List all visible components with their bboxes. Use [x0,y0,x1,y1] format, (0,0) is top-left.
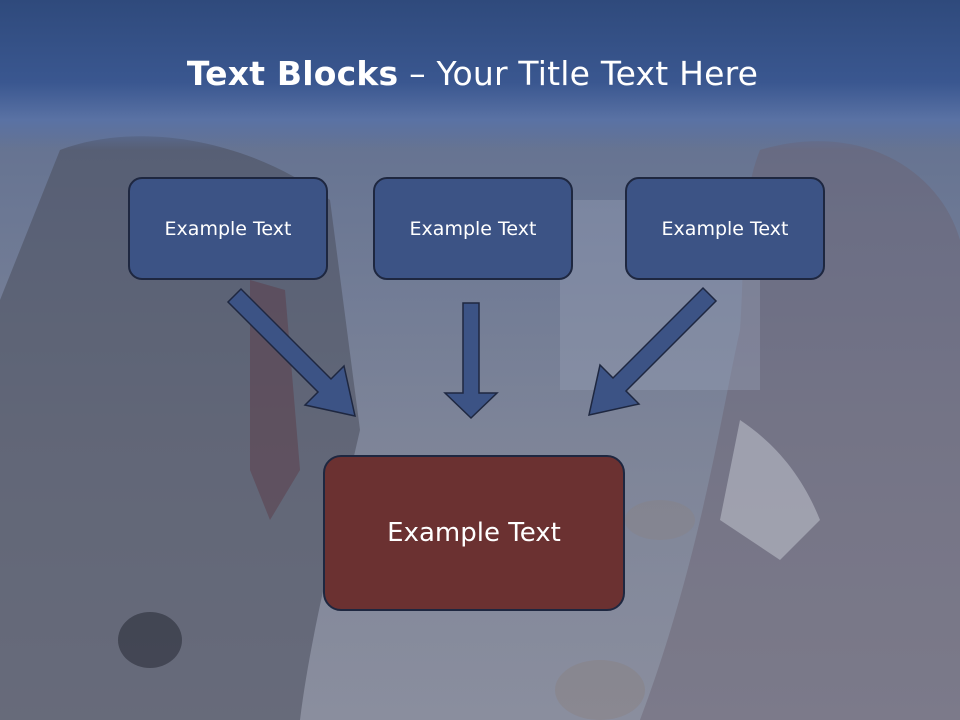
arrow-right-icon [588,286,718,416]
text-block-1-label: Example Text [164,217,292,240]
main-text-block-label: Example Text [387,518,561,548]
text-block-2[interactable]: Example Text [373,177,573,280]
title-rest-text: Your Title Text Here [436,54,759,93]
text-block-3[interactable]: Example Text [625,177,825,280]
arrow-left-icon [226,287,356,417]
slide-title: Text Blocks – Your Title Text Here [0,54,945,93]
text-block-3-label: Example Text [661,217,789,240]
arrow-down-icon [443,302,499,420]
main-text-block[interactable]: Example Text [323,455,625,611]
title-bar [0,0,960,150]
title-dash: – [398,54,437,93]
text-block-2-label: Example Text [409,217,537,240]
title-bold-text: Text Blocks [186,54,399,93]
text-block-1[interactable]: Example Text [128,177,328,280]
